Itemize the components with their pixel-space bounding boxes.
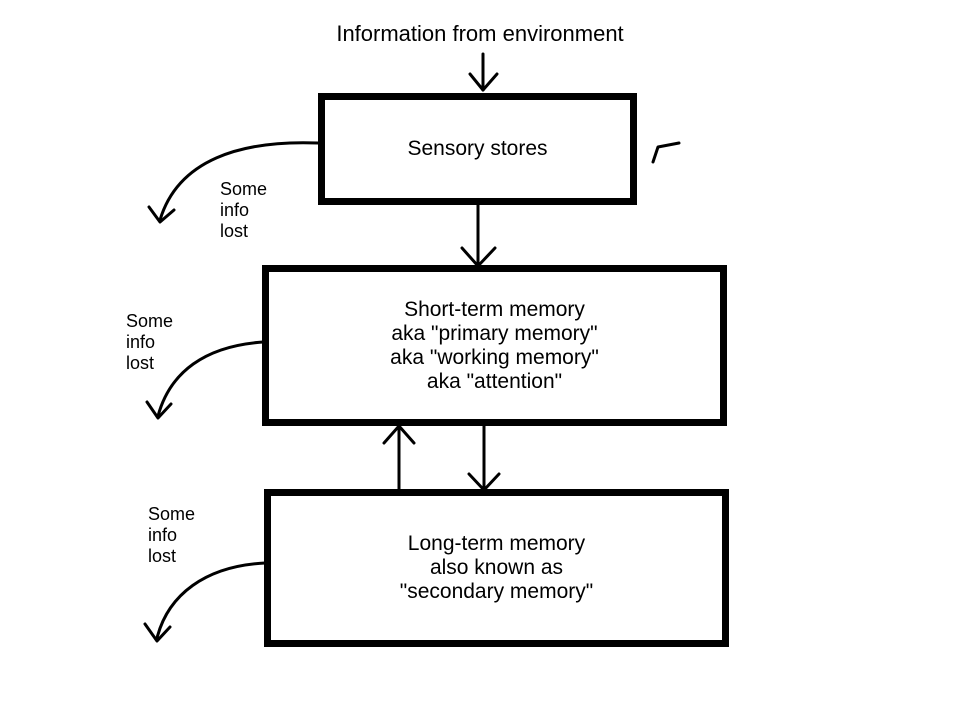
loss-note-sensory: Some info lost	[220, 179, 267, 242]
loss-note-line: info	[148, 525, 178, 545]
arrow-short-term-to-long-term	[467, 424, 501, 492]
loss-arrow-sensory	[147, 141, 320, 224]
stray-mark	[651, 141, 681, 164]
loss-note-line: Some	[148, 504, 196, 524]
loss-note-short-term: Some info lost	[126, 311, 173, 374]
loss-note-line: lost	[220, 221, 249, 241]
loss-arrow-short-term	[145, 340, 265, 420]
short-term-box-line: aka "attention"	[426, 369, 563, 393]
sensory-box-line: Sensory stores	[407, 137, 548, 160]
long-term-box-line: Long-term memory	[407, 532, 586, 555]
loss-note-line: lost	[148, 546, 177, 566]
loss-arrow-long-term	[143, 561, 267, 643]
loss-note-line: lost	[126, 353, 155, 373]
short-term-box-line: aka "primary memory"	[391, 321, 598, 345]
arrow-sensory-to-short-term	[460, 201, 497, 268]
loss-note-line: Some	[220, 179, 268, 199]
sensory-stores-box: Sensory stores	[318, 93, 637, 205]
loss-note-long-term: Some info lost	[148, 504, 195, 567]
loss-note-line: info	[220, 200, 250, 220]
loss-note-line: Some	[126, 311, 174, 331]
long-term-memory-box: Long-term memory also known as "secondar…	[264, 489, 729, 647]
source-label: Information from environment	[336, 21, 624, 46]
loss-note-line: info	[126, 332, 156, 352]
short-term-memory-box: Short-term memory aka "primary memory" a…	[262, 265, 727, 426]
arrow-long-term-to-short-term	[382, 424, 416, 492]
long-term-box-line: also known as	[429, 556, 564, 579]
arrow-environment-to-sensory	[468, 52, 499, 92]
long-term-box-line: "secondary memory"	[399, 580, 594, 603]
short-term-box-line: aka "working memory"	[390, 345, 599, 369]
short-term-box-line: Short-term memory	[404, 297, 585, 321]
